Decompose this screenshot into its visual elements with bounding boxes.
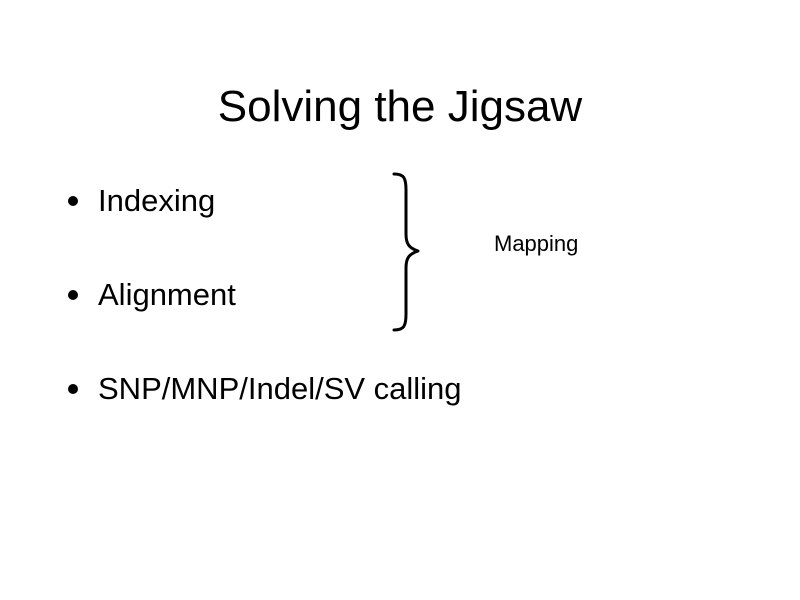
bullet-dot-icon <box>68 196 78 206</box>
brace-group-label: Mapping <box>494 231 579 256</box>
bullet-text: SNP/MNP/Indel/SV calling <box>98 371 462 406</box>
right-curly-brace-icon <box>392 172 420 332</box>
bullet-dot-icon <box>68 384 78 394</box>
bullet-dot-icon <box>68 290 78 300</box>
bullet-text: Indexing <box>98 183 216 218</box>
bullet-text: Alignment <box>98 277 236 312</box>
slide-title: Solving the Jigsaw <box>217 82 583 131</box>
